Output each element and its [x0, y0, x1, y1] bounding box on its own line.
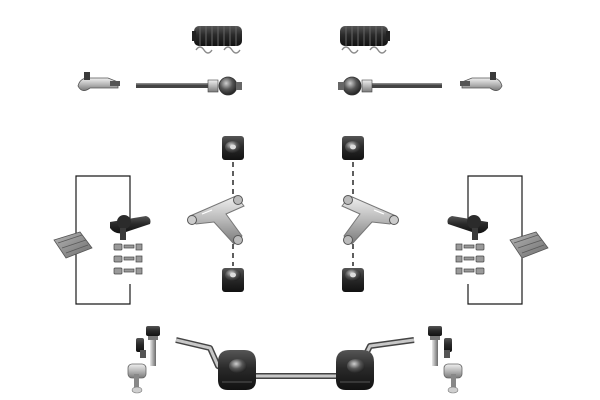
control-arm-bushing-upper-right: [342, 136, 364, 160]
inner-tie-rod-icon: [338, 76, 442, 96]
grease-packet-icon: [53, 231, 93, 259]
steering-rack-boot-left: [192, 26, 242, 54]
stabilizer-bar-bushing-right: [336, 350, 374, 390]
inner-tie-rod-left: [136, 76, 242, 96]
stabilizer-bar-bushing-left: [218, 350, 256, 390]
ball-joint-bolt-kit-left: [113, 243, 143, 275]
inner-tie-rod-right: [338, 76, 442, 96]
stabilizer-bar: [175, 337, 415, 379]
sway-bar-bushing-icon: [218, 350, 256, 390]
stabilizer-link-icon: [428, 326, 463, 394]
bushing-icon: [222, 268, 244, 292]
stabilizer-link-right: [428, 326, 463, 394]
tie-rod-end-icon: [460, 72, 503, 91]
tie-rod-end-left: [77, 72, 120, 91]
inner-tie-rod-icon: [136, 76, 242, 96]
tie-rod-end-right: [460, 72, 503, 91]
steering-rack-boot-right: [340, 26, 390, 54]
lower-control-arm-right: [341, 195, 399, 245]
sway-bar-icon: [175, 337, 415, 379]
lower-control-arm-left: [187, 195, 245, 245]
stabilizer-link-left: [127, 326, 160, 394]
stabilizer-link-icon: [127, 326, 160, 394]
sway-bar-bushing-icon: [336, 350, 374, 390]
wishbone-arm-icon: [341, 195, 399, 245]
grease-packet-right: [509, 231, 549, 259]
ball-joint-left: [110, 215, 151, 240]
bushing-icon: [342, 136, 364, 160]
tie-rod-end-icon: [77, 72, 120, 91]
bushing-icon: [222, 136, 244, 160]
ball-joint-right: [447, 215, 488, 240]
ball-joint-bolt-kit-right: [455, 243, 485, 275]
control-arm-bushing-upper-left: [222, 136, 244, 160]
bolt-nut-kit-icon: [113, 243, 143, 275]
ball-joint-icon: [110, 215, 151, 240]
bellows-boot-icon: [192, 26, 242, 54]
grease-packet-icon: [509, 231, 549, 259]
bushing-icon: [342, 268, 364, 292]
assembly-guide-dashes: [232, 162, 354, 266]
wishbone-arm-icon: [187, 195, 245, 245]
control-arm-bushing-lower-left: [222, 268, 244, 292]
ball-joint-icon: [447, 215, 488, 240]
bolt-nut-kit-icon: [455, 243, 485, 275]
control-arm-bushing-lower-right: [342, 268, 364, 292]
grease-packet-left: [53, 231, 93, 259]
bellows-boot-icon: [340, 26, 390, 54]
